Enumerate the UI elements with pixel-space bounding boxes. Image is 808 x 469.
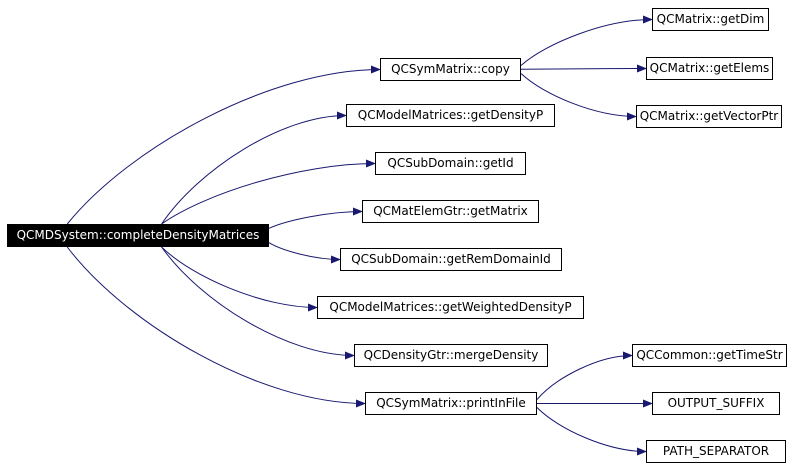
node-qcsymmatrix-copy[interactable]: QCSymMatrix::copy: [380, 58, 521, 81]
node-qcmatrix-getdim[interactable]: QCMatrix::getDim: [652, 8, 769, 31]
edge-qcsymmatrix-copy-to-qcmatrix-getvectorptr: [520, 73, 637, 121]
node-qcsymmatrix-printinfile[interactable]: QCSymMatrix::printInFile: [365, 392, 537, 415]
edge-qcsymmatrix-copy-to-qcmatrix-getdim: [520, 15, 653, 66]
edge-qcmdsystem-completedensitymatrices-to-qcsymmatrix-printinfile: [66, 246, 366, 408]
edge-qcsymmatrix-printinfile-to-path-separator: [536, 407, 647, 456]
node-output-suffix[interactable]: OUTPUT_SUFFIX: [652, 392, 780, 415]
node-qcmodelmatrices-getweighteddensityp[interactable]: QCModelMatrices::getWeightedDensityP: [317, 296, 584, 319]
node-root: QCMDSystem::completeDensityMatrices: [7, 224, 269, 247]
node-qcdensitygtr-mergedensity[interactable]: QCDensityGtr::mergeDensity: [354, 344, 548, 367]
node-qcsubdomain-getremdomainid[interactable]: QCSubDomain::getRemDomainId: [340, 248, 562, 271]
node-qccommon-gettimestr[interactable]: QCCommon::getTimeStr: [632, 344, 787, 367]
node-qcmodelmatrices-getdensityp[interactable]: QCModelMatrices::getDensityP: [346, 104, 555, 127]
edge-qcsymmatrix-printinfile-to-qccommon-gettimestr: [536, 351, 633, 400]
edge-qcmdsystem-completedensitymatrices-to-qcmatelemgtr-getmatrix: [268, 207, 363, 229]
edge-qcmdsystem-completedensitymatrices-to-qcsubdomain-getid: [161, 159, 376, 225]
edge-qcmdsystem-completedensitymatrices-to-qcmodelmatrices-getweighteddensityp: [161, 246, 318, 312]
edge-qcmdsystem-completedensitymatrices-to-qcsubdomain-getremdomainid: [268, 242, 341, 264]
edge-qcmdsystem-completedensitymatrices-to-qcmodelmatrices-getdensityp: [161, 111, 347, 225]
node-qcmatrix-getelems[interactable]: QCMatrix::getElems: [646, 57, 773, 80]
edge-qcsymmatrix-copy-to-qcmatrix-getelems: [520, 64, 647, 73]
node-qcsubdomain-getid[interactable]: QCSubDomain::getId: [375, 152, 526, 175]
node-path-separator[interactable]: PATH_SEPARATOR: [646, 440, 786, 463]
edge-qcmdsystem-completedensitymatrices-to-qcsymmatrix-copy: [66, 65, 381, 225]
edge-qcmdsystem-completedensitymatrices-to-qcdensitygtr-mergedensity: [161, 246, 355, 360]
node-qcmatrix-getvectorptr[interactable]: QCMatrix::getVectorPtr: [636, 105, 782, 128]
node-qcmatelemgtr-getmatrix[interactable]: QCMatElemGtr::getMatrix: [362, 200, 539, 223]
